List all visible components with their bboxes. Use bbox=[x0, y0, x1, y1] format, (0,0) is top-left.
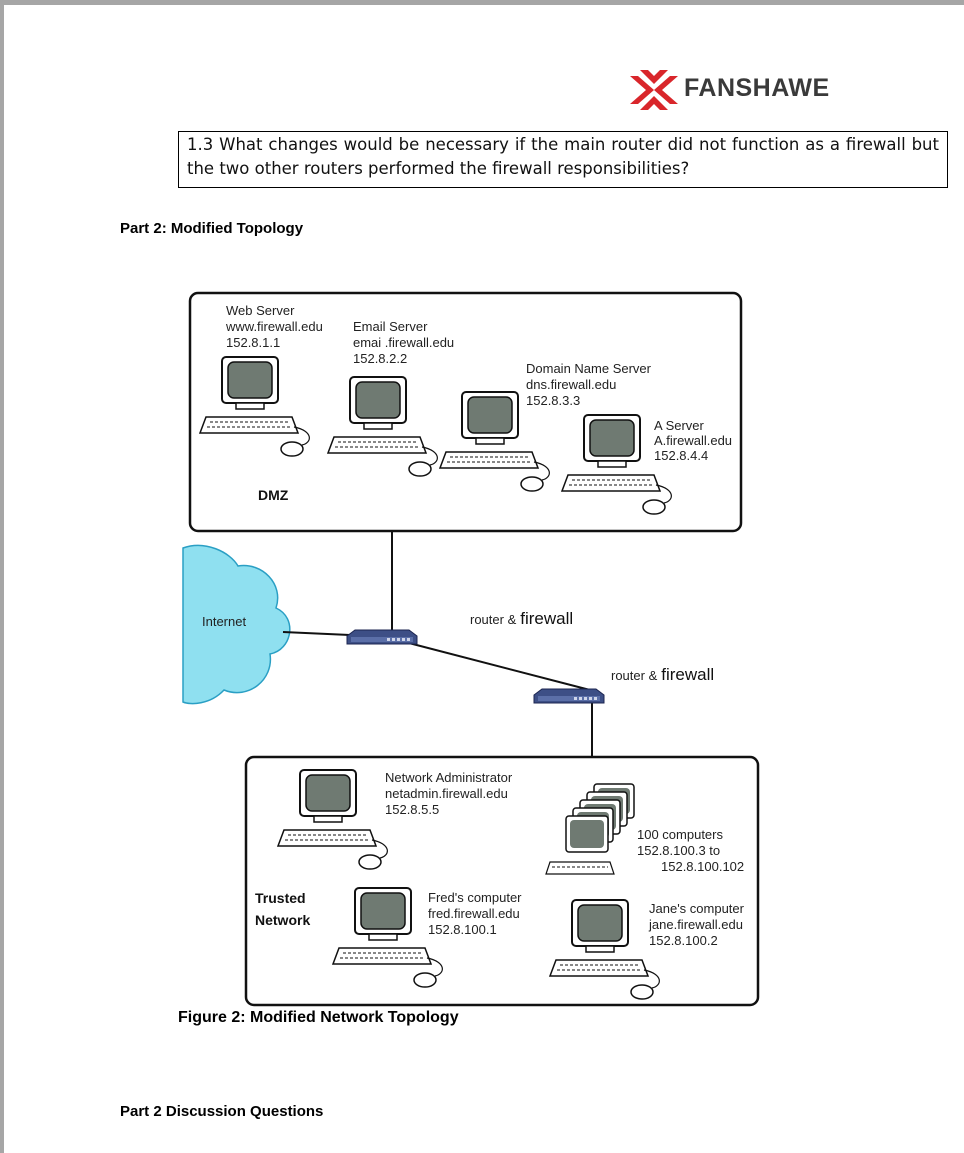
computers-stack-icon bbox=[545, 783, 635, 875]
link-router1-router2 bbox=[404, 641, 591, 691]
part2-heading: Part 2: Modified Topology bbox=[120, 220, 304, 237]
router2-switch-icon bbox=[533, 688, 605, 704]
web-server-label: Web Server www.firewall.edu 152.8.1.1 bbox=[225, 303, 326, 350]
logo-text: FANSHAWE bbox=[684, 74, 830, 102]
internet-label: Internet bbox=[202, 614, 246, 629]
internet-cloud-icon bbox=[182, 544, 291, 705]
part2-discussion-heading: Part 2 Discussion Questions bbox=[120, 1103, 324, 1120]
fred-label: Fred's computer fred.firewall.edu 152.8.… bbox=[428, 890, 525, 937]
trusted-zone-box bbox=[244, 755, 760, 1007]
dmz-zone-label: DMZ bbox=[258, 487, 289, 503]
link-internet-router1 bbox=[282, 631, 351, 636]
dns-server-label: Domain Name Server dns.firewall.edu 152.… bbox=[526, 361, 655, 408]
fanshawe-logo: FANSHAWE bbox=[626, 68, 876, 112]
email-server-label: Email Server emai .firewall.edu 152.8.2.… bbox=[353, 319, 458, 366]
netadmin-label: Network Administrator netadmin.firewall.… bbox=[385, 770, 516, 817]
fanshawe-emblem-icon bbox=[630, 70, 678, 110]
trusted-zone-label: Trusted Network bbox=[255, 890, 310, 928]
figure-caption: Figure 2: Modified Network Topology bbox=[178, 1009, 459, 1026]
computers100-label: 100 computers 152.8.100.3 to 152.8.100.1… bbox=[637, 827, 744, 874]
page-border-left bbox=[0, 0, 4, 1153]
page-border-top bbox=[0, 0, 964, 5]
router1-switch-icon bbox=[346, 629, 418, 645]
router2-label: router &firewall bbox=[611, 665, 714, 684]
question-box: 1.3 What changes would be necessary if t… bbox=[178, 131, 948, 188]
jane-label: Jane's computer jane.firewall.edu 152.8.… bbox=[648, 901, 748, 948]
a-server-label: A Server A.firewall.edu 152.8.4.4 bbox=[654, 418, 736, 463]
router1-label: router &firewall bbox=[470, 609, 573, 628]
